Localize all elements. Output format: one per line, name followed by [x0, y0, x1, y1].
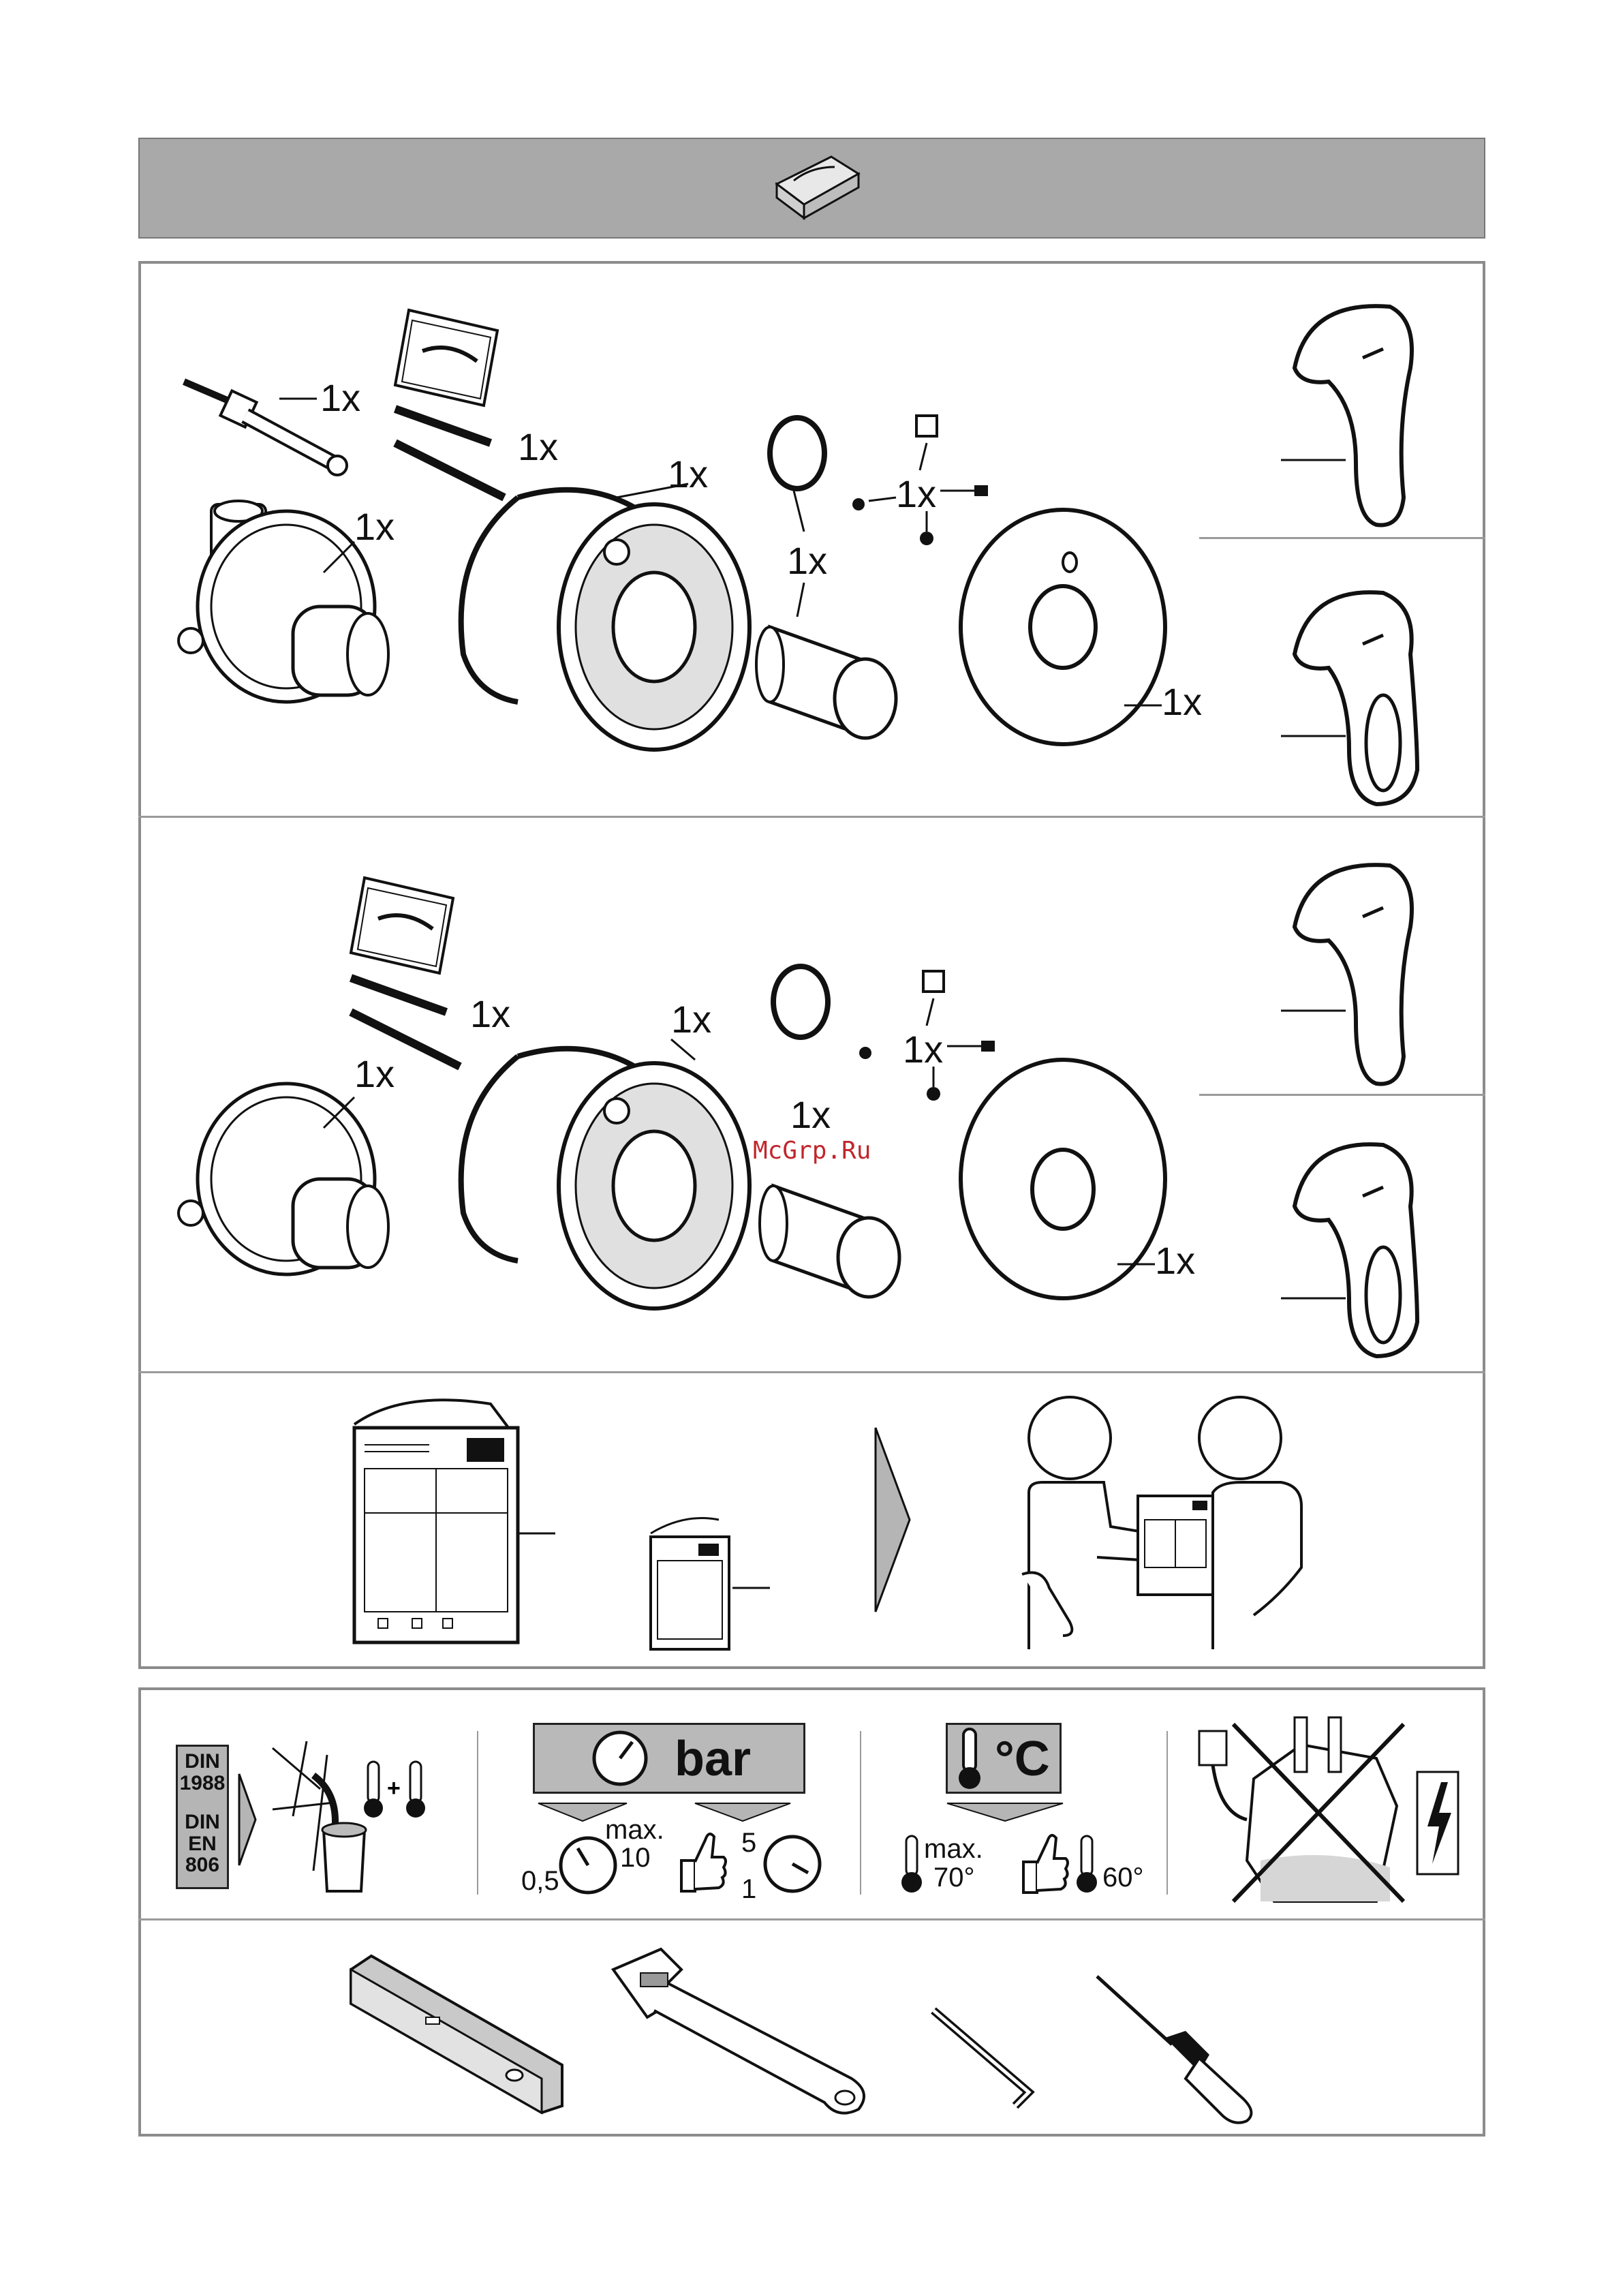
- temperature-max-label: max.: [924, 1835, 983, 1863]
- body-qty: 1x: [354, 508, 395, 546]
- screws-qty: 1x: [470, 995, 510, 1033]
- sleeve-ring-qty: 1x: [671, 1000, 711, 1039]
- arrow-down-icon: [531, 1802, 804, 1822]
- din-line: 806: [178, 1854, 227, 1876]
- valve-body-drawing: [170, 1063, 429, 1322]
- leader-line: [320, 1090, 361, 1131]
- thumbs-up-icon: [1017, 1828, 1071, 1896]
- pressure-rec-low: 1: [741, 1876, 756, 1903]
- cartridge-qty: 1x: [320, 379, 360, 417]
- sleeve-ring-drawing: [450, 1029, 756, 1315]
- leader-line: [1124, 702, 1165, 709]
- leader-line: [1117, 1261, 1158, 1268]
- sleeve-drawing: [749, 613, 906, 743]
- leader-line: [1281, 457, 1349, 463]
- handover-people-drawing: [1015, 1390, 1342, 1649]
- oring-qty: 1x: [790, 1096, 831, 1134]
- leader-line: [279, 395, 320, 402]
- pressure-rec-high: 5: [741, 1829, 756, 1856]
- leader-line: [1281, 1007, 1349, 1014]
- lever-handle-open-drawing: [1281, 1131, 1431, 1363]
- rosette-qty: 1x: [1162, 683, 1202, 721]
- sleeve-ring-drawing: [450, 470, 756, 756]
- divider: [860, 1731, 861, 1895]
- watermark: McGrp.Ru: [753, 1137, 871, 1165]
- pressure-gauge-icon: [591, 1730, 649, 1787]
- rosette-drawing: [954, 504, 1172, 750]
- body-qty: 1x: [354, 1055, 395, 1093]
- leader-line: [1281, 733, 1349, 739]
- temperature-unit: °C: [995, 1731, 1050, 1787]
- pressure-unit: bar: [675, 1731, 751, 1787]
- din-line: 1988: [178, 1773, 227, 1794]
- no-instantaneous-heater-icon: [1192, 1704, 1465, 1908]
- small-parts-qty: 1x: [903, 1030, 943, 1069]
- adjustable-wrench-drawing: [600, 1942, 886, 2119]
- grease-packet-drawing: [351, 871, 467, 980]
- svg-text:+: +: [387, 1775, 401, 1801]
- din-line: DIN: [178, 1811, 227, 1833]
- pressure-max: 10: [620, 1844, 651, 1871]
- arrow-right-icon: [872, 1424, 913, 1615]
- hex-key-drawing: [927, 1997, 1049, 2119]
- oring-drawing: [756, 412, 838, 494]
- pressure-gauge-rec-icon: [762, 1833, 823, 1895]
- arrow-down-icon: [944, 1802, 1066, 1822]
- divider: [138, 1371, 1485, 1373]
- screws-qty: 1x: [518, 428, 558, 466]
- temperature-rec: 60°: [1102, 1864, 1144, 1891]
- oring-drawing: [760, 961, 841, 1043]
- oring-qty: 1x: [787, 542, 827, 580]
- din-line: DIN: [178, 1751, 227, 1773]
- divider: [477, 1731, 478, 1895]
- divider: [1199, 537, 1485, 539]
- divider: [1166, 1731, 1168, 1895]
- small-parts-qty: 1x: [896, 475, 936, 513]
- lever-handle-open-drawing: [1281, 579, 1431, 811]
- lever-handle-closed-drawing: [1281, 293, 1431, 532]
- temperature-max: 70°: [933, 1864, 975, 1891]
- manual-large-drawing: [347, 1390, 566, 1649]
- divider: [138, 1918, 1485, 1920]
- sleeve-drawing: [753, 1172, 910, 1302]
- spirit-level-drawing: [344, 1949, 569, 2119]
- pressure-max-label: max.: [605, 1816, 664, 1843]
- din-line: EN: [178, 1833, 227, 1855]
- lever-handle-closed-drawing: [1281, 852, 1431, 1090]
- thermometer-max-icon: [898, 1833, 925, 1896]
- grease-packet-drawing: [395, 303, 511, 412]
- pressure-banner: [533, 1723, 805, 1794]
- divider: [138, 816, 1485, 818]
- leader-line: [1281, 1295, 1349, 1302]
- divider: [1199, 1094, 1485, 1096]
- flush-pipe-drawing: +: [266, 1734, 443, 1898]
- pressure-min: 0,5: [521, 1867, 559, 1895]
- arrow-right-icon: [237, 1772, 258, 1867]
- din-standard-box: DIN 1988 DIN EN 806: [176, 1745, 229, 1889]
- manual-small-drawing: [644, 1513, 780, 1656]
- grease-pack-icon: [770, 143, 865, 232]
- leader-line: [790, 487, 811, 535]
- sleeve-ring-qty: 1x: [668, 455, 708, 493]
- thermometer-icon: [953, 1726, 987, 1792]
- screwdriver-drawing: [1090, 1970, 1267, 2126]
- thumbs-up-icon: [675, 1826, 729, 1895]
- rosette-qty: 1x: [1155, 1242, 1195, 1280]
- thermometer-rec-icon: [1073, 1833, 1100, 1896]
